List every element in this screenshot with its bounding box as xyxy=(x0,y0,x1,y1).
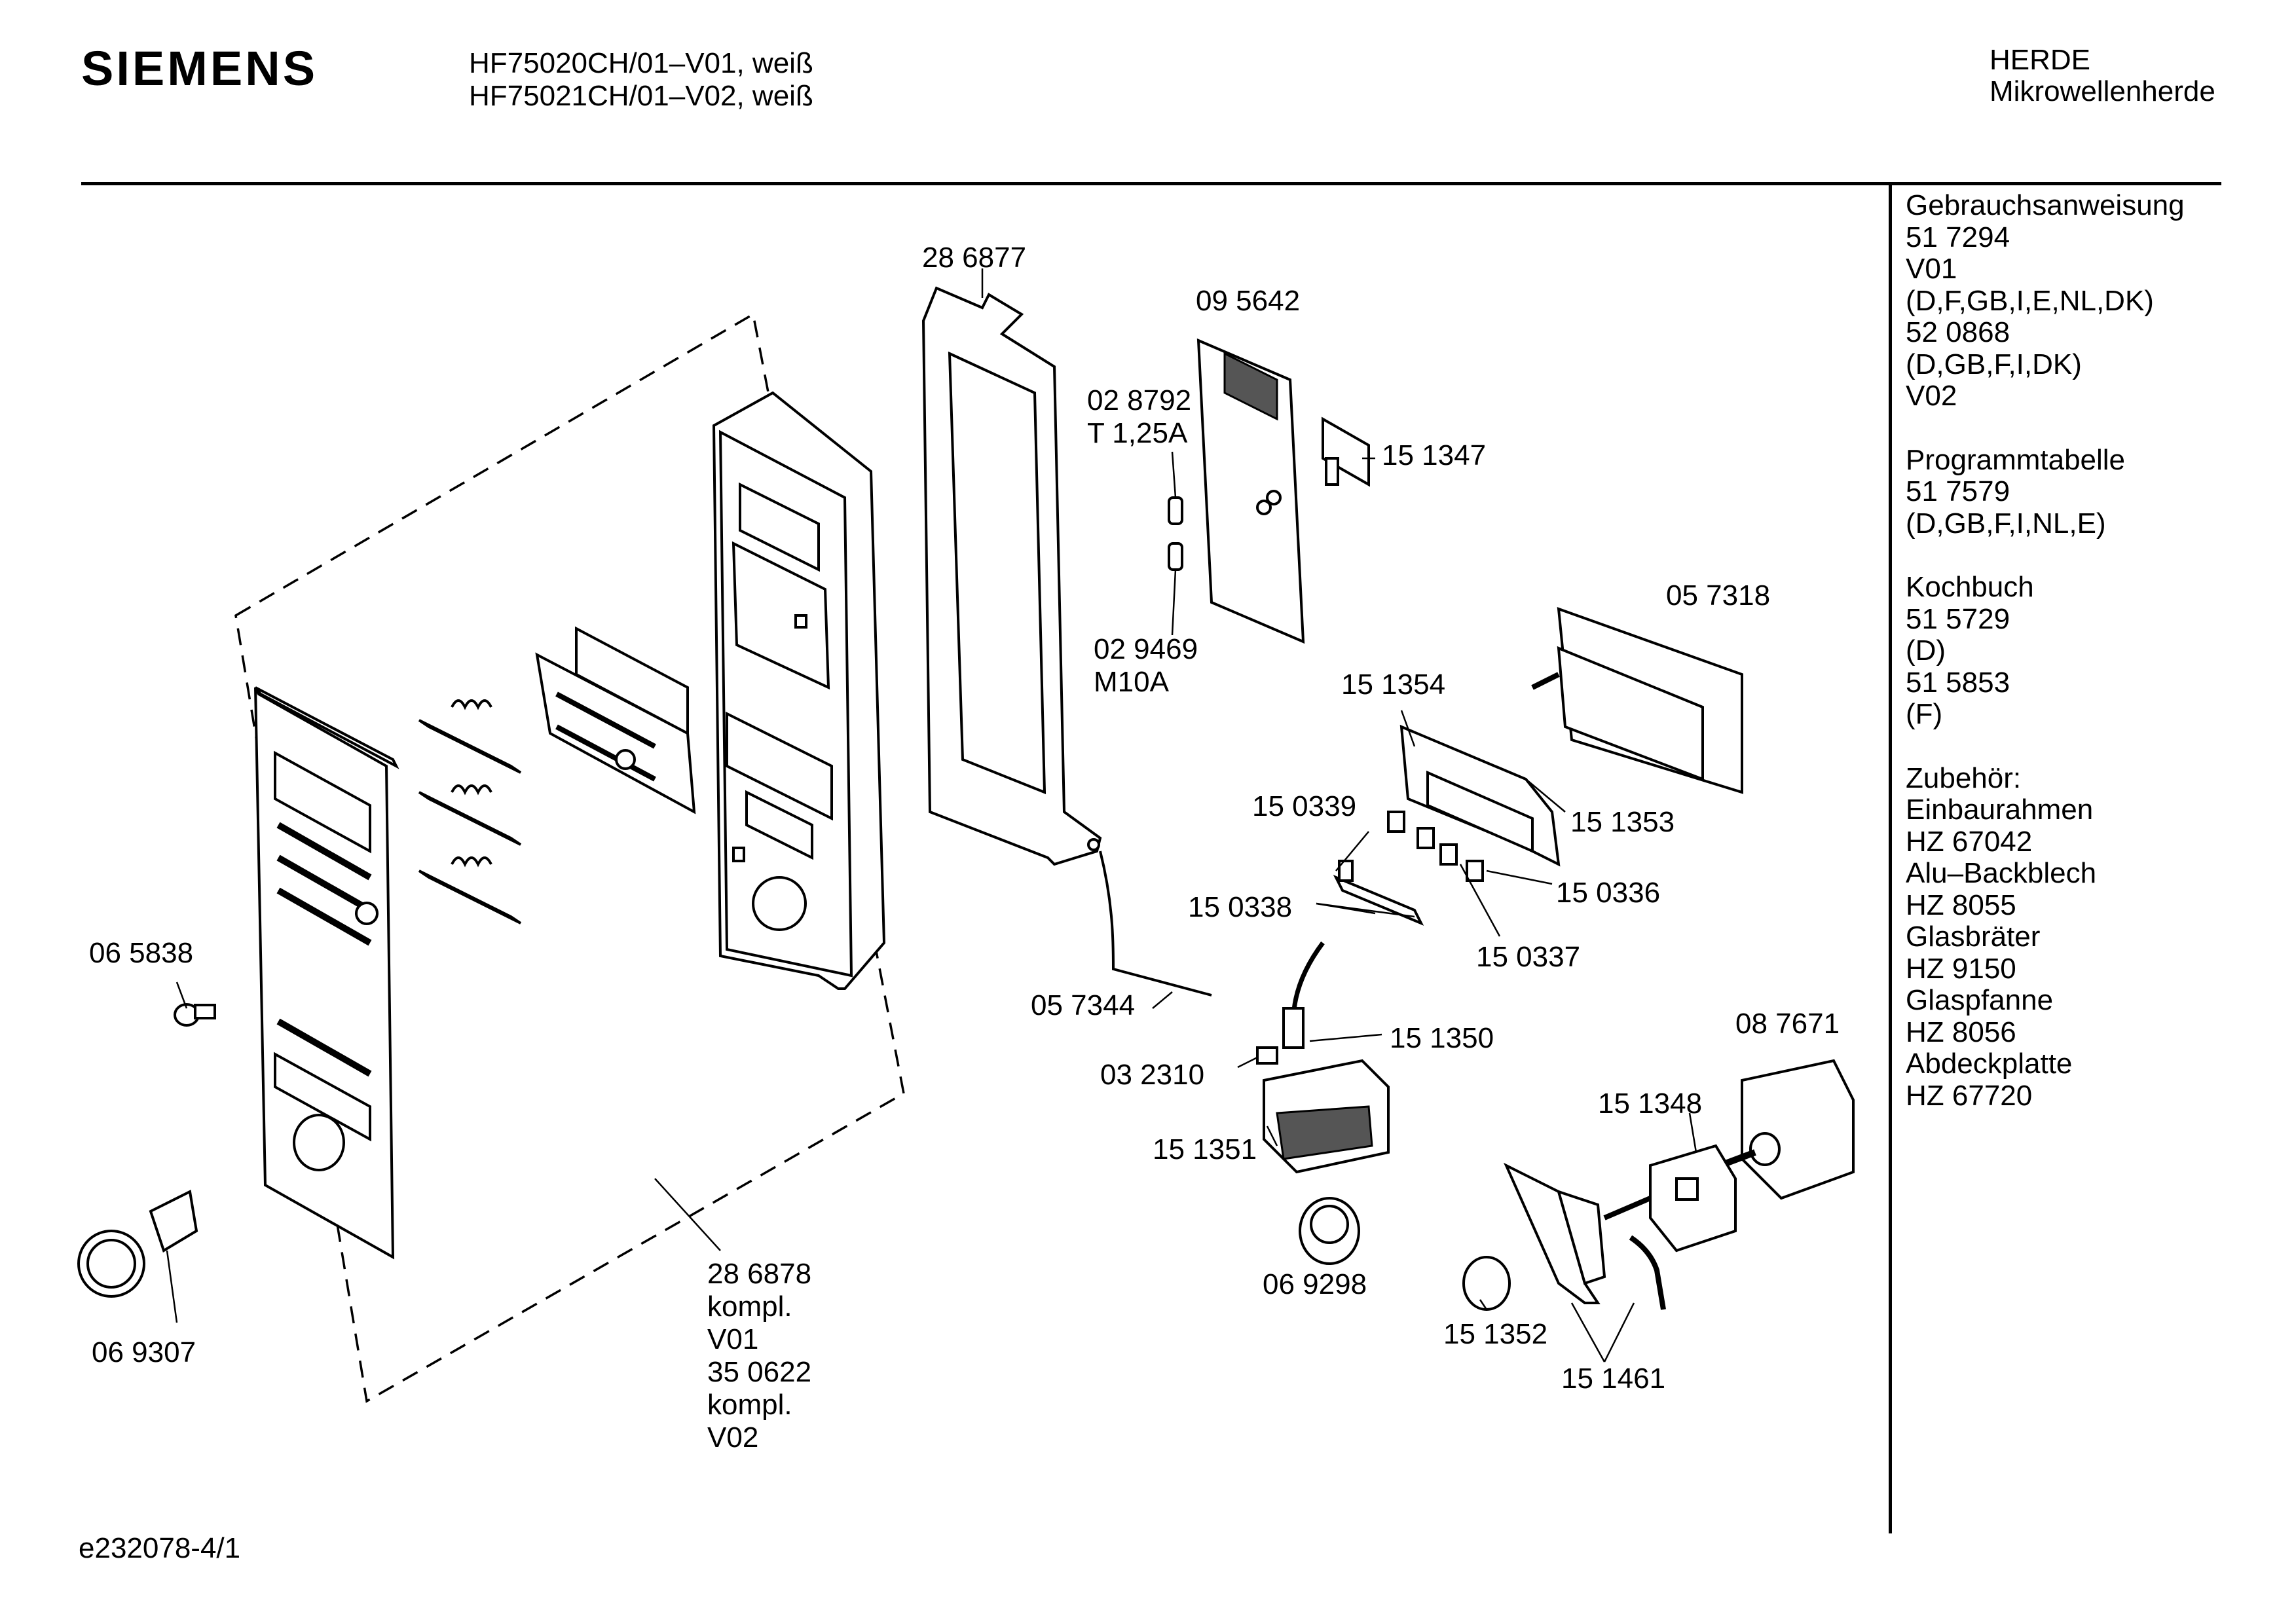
sidebar-line: HZ 9150 xyxy=(1906,952,2016,985)
sidebar-line: V02 xyxy=(1906,380,1957,412)
control-panel-frame xyxy=(712,391,886,990)
sidebar-group-cookbook: Kochbuch 51 5729 (D) 51 5853 (F) xyxy=(1906,571,2272,731)
fuse xyxy=(1168,496,1183,571)
category-sub: Mikrowellenherde xyxy=(1990,75,2215,107)
front-panel xyxy=(254,686,399,1260)
sidebar-group-manual: Gebrauchsanweisung 51 7294 V01 (D,F,GB,I… xyxy=(1906,189,2272,412)
sidebar-line: HZ 8055 xyxy=(1906,888,2016,921)
sidebar-line: 52 0868 xyxy=(1906,316,2010,348)
part-number-057344: 05 7344 xyxy=(1031,989,1135,1021)
sidebar-line: 51 5853 xyxy=(1906,666,2010,699)
sidebar-line: Zubehör: xyxy=(1906,761,2022,794)
sidebar-line: Einbaurahmen xyxy=(1906,794,2094,826)
sidebar-divider xyxy=(1889,185,1892,1533)
part-note-028792: T 1,25A xyxy=(1087,417,1188,449)
leader-lines xyxy=(166,268,1697,1363)
rotary-knob xyxy=(77,1190,198,1298)
sidebar-line: (D,GB,F,I,DK) xyxy=(1906,348,2082,380)
model-line: HF75021CH/01–V02, weiß xyxy=(469,80,813,112)
part-number-151353: 15 1353 xyxy=(1570,806,1675,838)
sidebar-line: Glasbräter xyxy=(1906,921,2041,953)
switch-module xyxy=(1603,1144,1737,1253)
sidebar-line: Programmtabelle xyxy=(1906,443,2126,476)
part-note-029469: M10A xyxy=(1094,666,1170,698)
part-number-087671: 08 7671 xyxy=(1735,1008,1840,1040)
sidebar-line: (D,GB,F,I,NL,E) xyxy=(1906,507,2106,540)
sidebar-line: Gebrauchsanweisung xyxy=(1906,189,2185,221)
sidebar-line: (D,F,GB,I,E,NL,DK) xyxy=(1906,284,2154,317)
sidebar-group-program-table: Programmtabelle 51 7579 (D,GB,F,I,NL,E) xyxy=(1906,443,2272,540)
part-number-151348: 15 1348 xyxy=(1598,1088,1702,1120)
part-number-151354: 15 1354 xyxy=(1341,669,1445,701)
sidebar-line: Kochbuch xyxy=(1906,571,2034,603)
part-number-286878-block: 28 6878 kompl. V01 35 0622 kompl. V02 xyxy=(707,1258,811,1454)
part-number-029469: 02 9469 xyxy=(1094,633,1198,665)
sidebar-group-accessories: Zubehör: Einbaurahmen HZ 67042 Alu–Backb… xyxy=(1906,761,2272,1112)
sidebar-line: HZ 8056 xyxy=(1906,1016,2016,1048)
exploded-parts-diagram: 28 6877 09 5642 02 8792 T 1,25A 15 1347 … xyxy=(77,242,1855,1454)
sidebar-line: (F) xyxy=(1906,698,1943,730)
model-line: HF75020CH/01–V01, weiß xyxy=(469,47,813,79)
part-number-151347: 15 1347 xyxy=(1382,439,1486,471)
category-main: HERDE xyxy=(1990,44,2091,76)
sidebar-line: Abdeckplatte xyxy=(1906,1048,2073,1080)
part-number-069298: 06 9298 xyxy=(1263,1268,1367,1300)
accessories-sidebar: Gebrauchsanweisung 51 7294 V01 (D,F,GB,I… xyxy=(1906,189,2272,1144)
part-line: 35 0622 xyxy=(707,1356,811,1388)
part-number-286877: 28 6877 xyxy=(922,242,1026,274)
sidebar-line: HZ 67042 xyxy=(1906,825,2033,858)
sidebar-line: 51 5729 xyxy=(1906,602,2010,635)
assembly-outline xyxy=(234,312,905,1403)
sidebar-line: Alu–Backblech xyxy=(1906,857,2097,889)
part-number-151461: 15 1461 xyxy=(1561,1363,1665,1395)
category: HERDE Mikrowellenherde xyxy=(1990,45,2215,107)
timer-motor xyxy=(1701,1059,1855,1200)
part-number-150336: 15 0336 xyxy=(1556,877,1660,909)
brand-logo: SIEMENS xyxy=(81,41,318,96)
part-number-028792: 02 8792 xyxy=(1087,384,1191,416)
sidebar-line: V01 xyxy=(1906,253,1957,285)
button-springs xyxy=(418,699,522,925)
sidebar-line: 51 7294 xyxy=(1906,221,2010,253)
part-number-069307: 06 9307 xyxy=(92,1336,196,1368)
part-line: 28 6878 xyxy=(707,1258,811,1290)
part-line: V01 xyxy=(707,1323,758,1355)
part-number-151351: 15 1351 xyxy=(1153,1133,1257,1165)
sidebar-line: 51 7579 xyxy=(1906,475,2010,507)
circuit-board xyxy=(1196,338,1305,644)
part-number-150338: 15 0338 xyxy=(1188,891,1292,923)
part-number-065838: 06 5838 xyxy=(89,937,193,969)
part-number-151350: 15 1350 xyxy=(1390,1022,1494,1054)
part-number-057318: 05 7318 xyxy=(1666,579,1770,612)
model-list: HF75020CH/01–V01, weiß HF75021CH/01–V02,… xyxy=(469,47,813,113)
micro-switches xyxy=(1387,811,1484,882)
key-carrier-plate xyxy=(535,626,696,815)
housing-frame xyxy=(921,286,1102,866)
switch-actuator xyxy=(1333,860,1424,926)
part-line: V02 xyxy=(707,1421,758,1454)
wire-harness xyxy=(1099,851,1212,997)
drawing-reference: e232078-4/1 xyxy=(79,1532,241,1564)
sidebar-line: Glaspfanne xyxy=(1906,984,2054,1016)
part-line: kompl. xyxy=(707,1291,792,1323)
transformer xyxy=(1256,941,1390,1174)
sidebar-line: (D) xyxy=(1906,634,1946,667)
sidebar-line: HZ 67720 xyxy=(1906,1079,2033,1112)
knob-base xyxy=(1299,1197,1360,1265)
part-number-150337: 15 0337 xyxy=(1476,941,1580,973)
potentiometer xyxy=(1322,416,1370,487)
part-number-032310: 03 2310 xyxy=(1100,1059,1204,1091)
part-number-095642: 09 5642 xyxy=(1196,285,1300,317)
mounting-bracket xyxy=(1462,1162,1666,1311)
part-number-150339: 15 0339 xyxy=(1252,790,1356,822)
part-line: kompl. xyxy=(707,1389,792,1421)
relay-block xyxy=(1531,607,1743,794)
knob-pin xyxy=(174,1003,216,1027)
header-divider xyxy=(81,182,2221,185)
part-number-151352: 15 1352 xyxy=(1443,1318,1547,1350)
